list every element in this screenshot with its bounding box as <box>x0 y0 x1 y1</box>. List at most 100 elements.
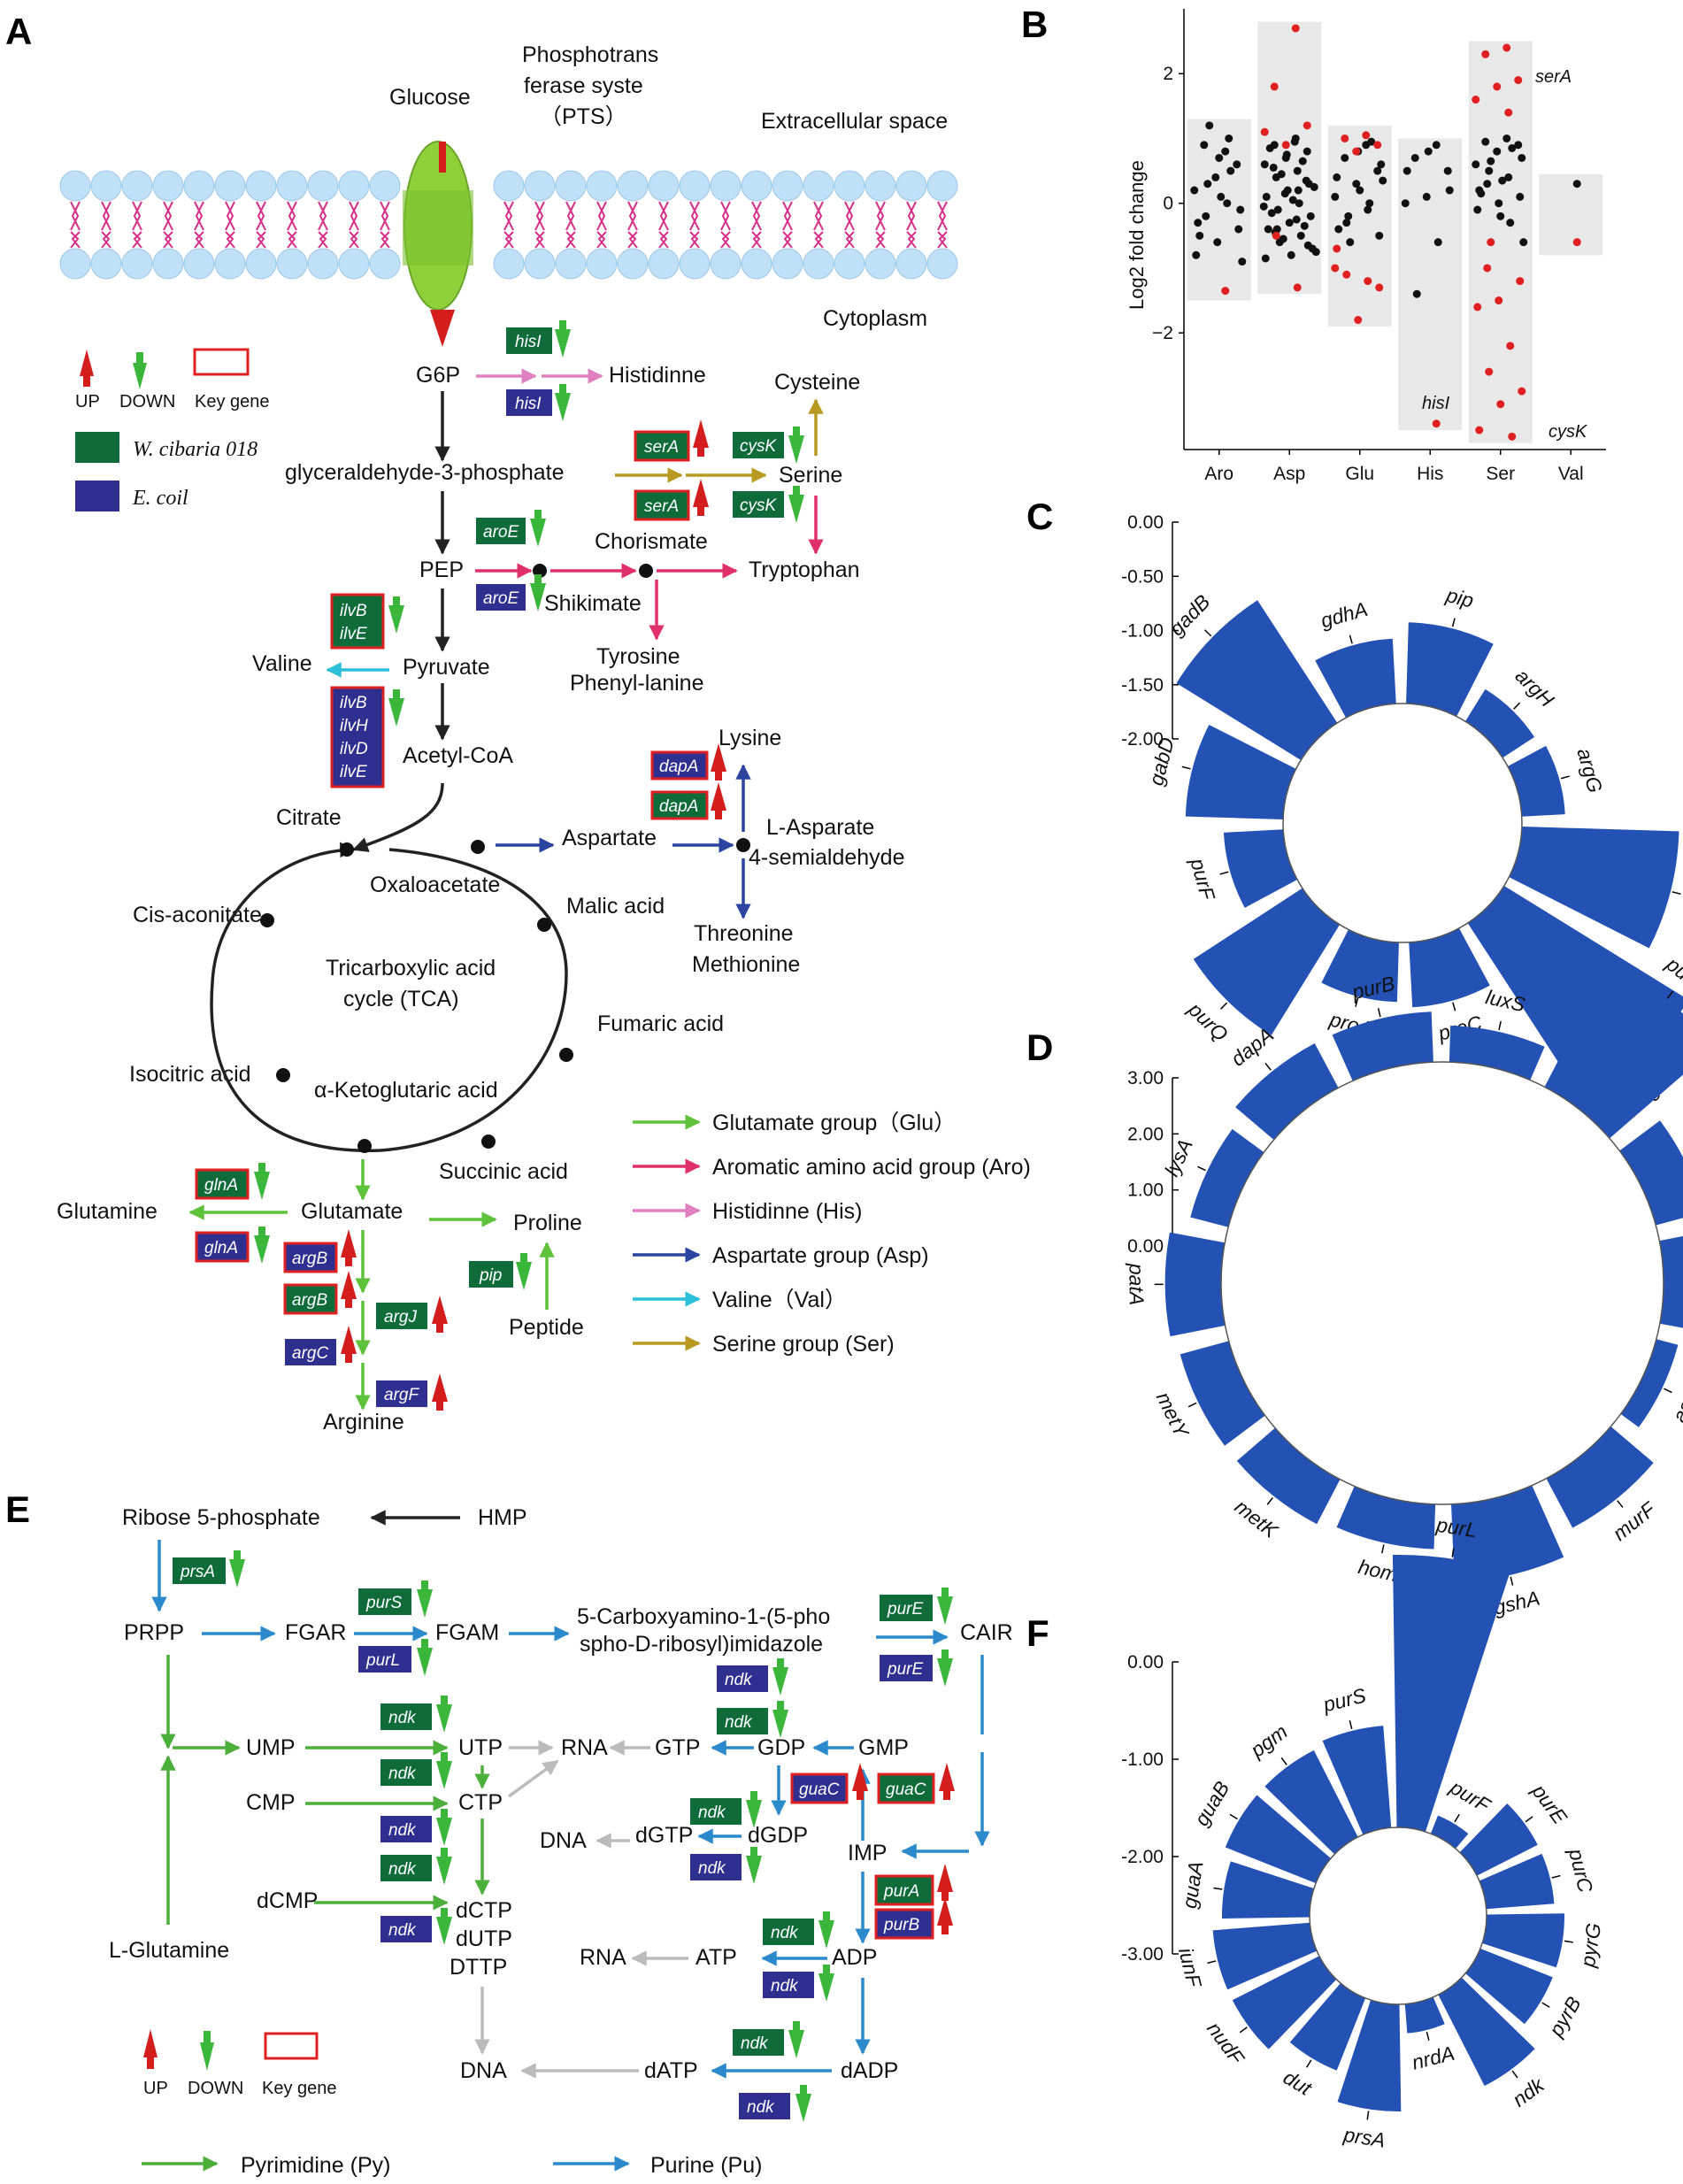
lipid-tail <box>132 201 142 249</box>
scatter-point <box>1279 235 1287 243</box>
scatter-point <box>1288 196 1297 204</box>
gene-guac-wc: guaC <box>877 1773 935 1804</box>
radial-error-bar <box>1197 1165 1206 1172</box>
gene-purb: purB <box>874 1908 934 1940</box>
scatter-point <box>1481 50 1490 58</box>
radial-bar <box>1190 1128 1264 1227</box>
svg-text:purE: purE <box>887 1660 923 1679</box>
gmp-label: GMP <box>858 1735 909 1760</box>
radial-axis-tick-label: 0.00 <box>1127 1236 1164 1257</box>
node-chorismate <box>639 564 653 578</box>
lipid-head <box>772 170 803 202</box>
annot-cysk: cysK <box>1549 422 1588 442</box>
radial-bar <box>1409 927 1490 1008</box>
svg-text:serA: serA <box>644 438 679 457</box>
radial-bar <box>1438 1977 1535 2087</box>
lipid-head <box>338 170 370 202</box>
radial-category-label: pip <box>1443 583 1476 612</box>
svg-text:ndk: ndk <box>388 1860 417 1879</box>
radial-category-label: ndk <box>1508 2072 1549 2111</box>
lipid-head <box>214 248 246 280</box>
methionine-label: Methionine <box>692 952 800 977</box>
pts-label-2: ferase syste <box>524 73 643 98</box>
aspartate-label: Aspartate <box>562 826 657 850</box>
gene-pure-ec: purE <box>880 1655 933 1681</box>
scatter-point <box>1290 137 1299 146</box>
svg-text:ndk: ndk <box>725 1671 753 1689</box>
scatter-point <box>1498 176 1507 185</box>
gene-ndk-13: ndk <box>739 2093 790 2119</box>
radial-bar <box>1336 1486 1436 1550</box>
lipid-head <box>617 248 649 280</box>
lipid-tail <box>318 201 328 249</box>
gene-ndk-12: ndk <box>733 2029 784 2056</box>
lipid-head <box>586 248 618 280</box>
node-succinic <box>481 1134 496 1149</box>
radial-bar <box>1404 1996 1445 2034</box>
legend-key-label: Key gene <box>195 392 270 411</box>
scatter-point <box>1481 137 1490 146</box>
cytoplasm-label: Cytoplasm <box>823 306 927 331</box>
scatter-point <box>1331 192 1340 201</box>
dadp-label: dADP <box>841 2058 898 2083</box>
radial-error-bar <box>1452 1002 1456 1011</box>
scatter-point <box>1518 387 1526 396</box>
radial-bar <box>1659 1235 1683 1328</box>
scatter-point <box>1377 160 1386 169</box>
down-arrow-icon <box>818 1911 834 1949</box>
group-legend-label: Aspartate group (Asp) <box>712 1243 929 1268</box>
scatter-point <box>1331 264 1340 273</box>
scatter-point <box>1282 150 1291 159</box>
dgtp-label: dGTP <box>635 1823 693 1848</box>
gene-ndk-9: ndk <box>690 1854 742 1880</box>
svg-text:serA: serA <box>644 497 679 516</box>
radial-bar <box>1620 1339 1679 1427</box>
radial-error-bar <box>1377 1008 1381 1018</box>
radial-error-bar <box>1525 1816 1533 1823</box>
scatter-point <box>1375 283 1384 292</box>
legend-e-key-label: Key gene <box>262 2079 337 2098</box>
lipid-head <box>369 248 401 280</box>
citrate-label: Citrate <box>276 805 342 830</box>
scatter-point <box>1223 199 1232 208</box>
scatter-point <box>1443 166 1452 175</box>
radial-error-bar <box>1381 1544 1385 1554</box>
down-arrow-icon <box>555 384 571 421</box>
legend-ec-label: E. coil <box>132 487 188 510</box>
cmp-label: CMP <box>246 1790 296 1815</box>
glucose-label: Glucose <box>389 85 471 110</box>
scatter-point <box>1373 166 1382 175</box>
svg-text:purB: purB <box>883 1916 919 1934</box>
lipid-head <box>803 248 834 280</box>
svg-text:ndk: ndk <box>725 1713 753 1732</box>
scatter-point <box>1280 189 1289 198</box>
hmp-label: HMP <box>478 1505 527 1530</box>
radial-category-label: prsA <box>1341 2123 1387 2152</box>
scatter-point <box>1203 180 1212 188</box>
scatter-point <box>1518 153 1526 162</box>
scatter-point <box>1487 238 1495 247</box>
lipid-head <box>926 248 958 280</box>
radial-error-bar <box>1617 1500 1624 1508</box>
pts-label-3: （PTS） <box>540 104 627 129</box>
lipid-head <box>617 170 649 202</box>
radial-bar <box>1509 827 1679 949</box>
node-akg <box>357 1139 372 1153</box>
gene-aroe-wc: aroE <box>476 518 526 544</box>
radial-bar <box>1180 1341 1265 1446</box>
scatter-point <box>1364 277 1372 286</box>
lipid-tail <box>194 201 204 249</box>
scatter-point <box>1412 289 1421 298</box>
gene-sera-ec: serA <box>634 489 690 521</box>
radial-bar <box>1464 688 1535 758</box>
scatter-point <box>1506 342 1515 350</box>
tyrosine-label: Tyrosine <box>596 644 680 669</box>
radial-bar <box>1392 1555 1510 1832</box>
gene-dapa-ec: dapA <box>650 750 709 781</box>
radial-error-bar <box>1671 891 1681 896</box>
gene-cysk-ec: cysK <box>733 491 784 518</box>
radial-error-bar <box>1306 2059 1312 2068</box>
svg-text:ndk: ndk <box>388 1709 417 1727</box>
lipid-head <box>679 248 711 280</box>
proline-label: Proline <box>513 1211 582 1235</box>
